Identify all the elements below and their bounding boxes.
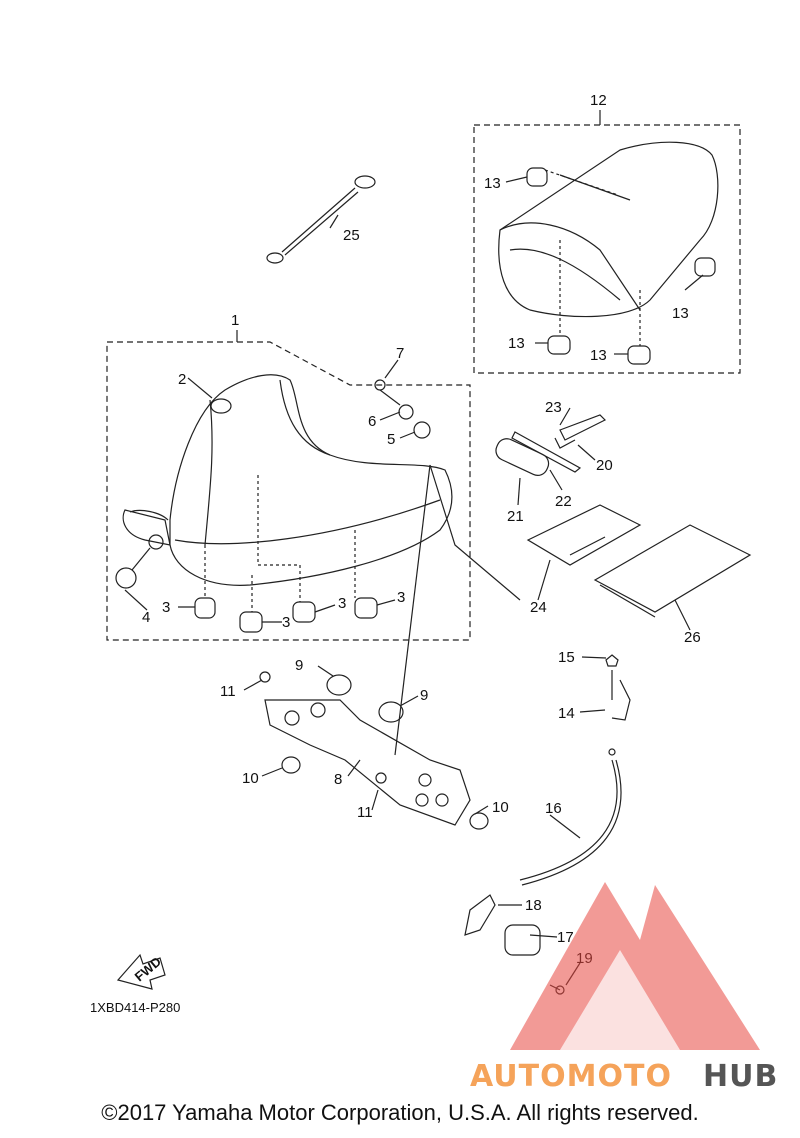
svg-text:26: 26	[684, 629, 701, 646]
svg-text:2: 2	[178, 371, 186, 388]
svg-text:7: 7	[396, 345, 404, 362]
svg-text:1: 1	[231, 312, 239, 329]
copyright-footer: ©2017 Yamaha Motor Corporation, U.S.A. A…	[101, 1100, 699, 1125]
svg-text:6: 6	[368, 413, 376, 430]
svg-text:12: 12	[590, 92, 607, 109]
svg-text:20: 20	[596, 457, 613, 474]
svg-text:22: 22	[555, 493, 572, 510]
svg-text:16: 16	[545, 800, 562, 817]
logo-text-hub: HUB	[703, 1059, 778, 1094]
svg-text:3: 3	[338, 595, 346, 612]
svg-text:13: 13	[590, 347, 607, 364]
svg-text:14: 14	[558, 705, 575, 722]
svg-text:24: 24	[530, 599, 547, 616]
assembly-box-12	[473, 124, 741, 374]
svg-text:13: 13	[508, 335, 525, 352]
svg-text:13: 13	[672, 305, 689, 322]
damper-4	[115, 567, 137, 589]
svg-text:3: 3	[162, 599, 170, 616]
part-labels: 1 2 3 3 3 3 3 4 5 6 7 8 9 9 10 10 11 11 …	[142, 92, 701, 967]
svg-text:10: 10	[492, 799, 509, 816]
tool-21	[495, 438, 550, 476]
dampers-13	[526, 167, 716, 365]
automotohub-logo: AUTOMOTO HUB	[470, 882, 778, 1094]
logo-text-automoto: AUTOMOTO	[470, 1059, 672, 1094]
svg-text:3: 3	[282, 614, 290, 631]
svg-text:15: 15	[558, 649, 575, 666]
svg-text:9: 9	[420, 687, 428, 704]
svg-text:3: 3	[397, 589, 405, 606]
seat-lock-cable-16	[519, 759, 618, 881]
svg-text:17: 17	[557, 929, 574, 946]
svg-text:21: 21	[507, 508, 524, 525]
owners-manual-26	[593, 524, 752, 613]
svg-text:4: 4	[142, 609, 150, 626]
svg-text:18: 18	[525, 897, 542, 914]
svg-text:8: 8	[334, 771, 342, 788]
svg-text:25: 25	[343, 227, 360, 244]
svg-text:11: 11	[220, 683, 236, 700]
svg-text:9: 9	[295, 657, 303, 674]
svg-text:13: 13	[484, 175, 501, 192]
drawing-code: 1XBD414-P280	[90, 1000, 180, 1015]
fwd-arrow	[116, 953, 166, 990]
svg-text:11: 11	[357, 804, 373, 821]
svg-text:23: 23	[545, 399, 562, 416]
tool-pouch-24	[526, 504, 642, 566]
seat-wire-25	[266, 175, 376, 264]
passenger-seat	[498, 141, 719, 318]
bracket-8	[264, 699, 471, 826]
assembly-box-1	[106, 341, 471, 641]
rider-seat	[122, 374, 453, 586]
svg-text:5: 5	[387, 431, 395, 448]
svg-text:10: 10	[242, 770, 259, 787]
